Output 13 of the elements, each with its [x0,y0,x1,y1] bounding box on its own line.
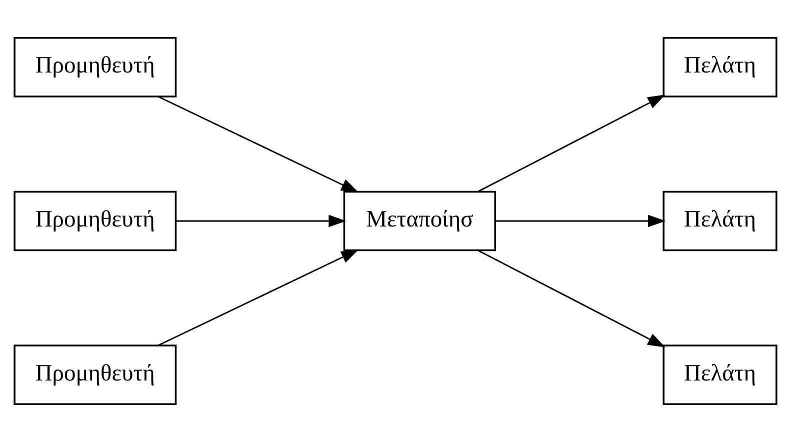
node-box: Προμηθευτή [14,36,177,97]
node-box: Πελάτη [662,190,778,251]
node-box: Μεταποίησ [343,190,496,251]
arrow [495,214,666,227]
arrow [176,214,346,227]
node-box: Πελάτη [662,36,778,97]
arrow [478,94,666,192]
arrow [158,95,359,192]
node-box: Πελάτη [662,344,778,405]
arrow [158,248,359,346]
arrow [478,250,666,347]
node-box: Προμηθευτή [14,344,177,405]
node-box: Προμηθευτή [14,190,177,251]
